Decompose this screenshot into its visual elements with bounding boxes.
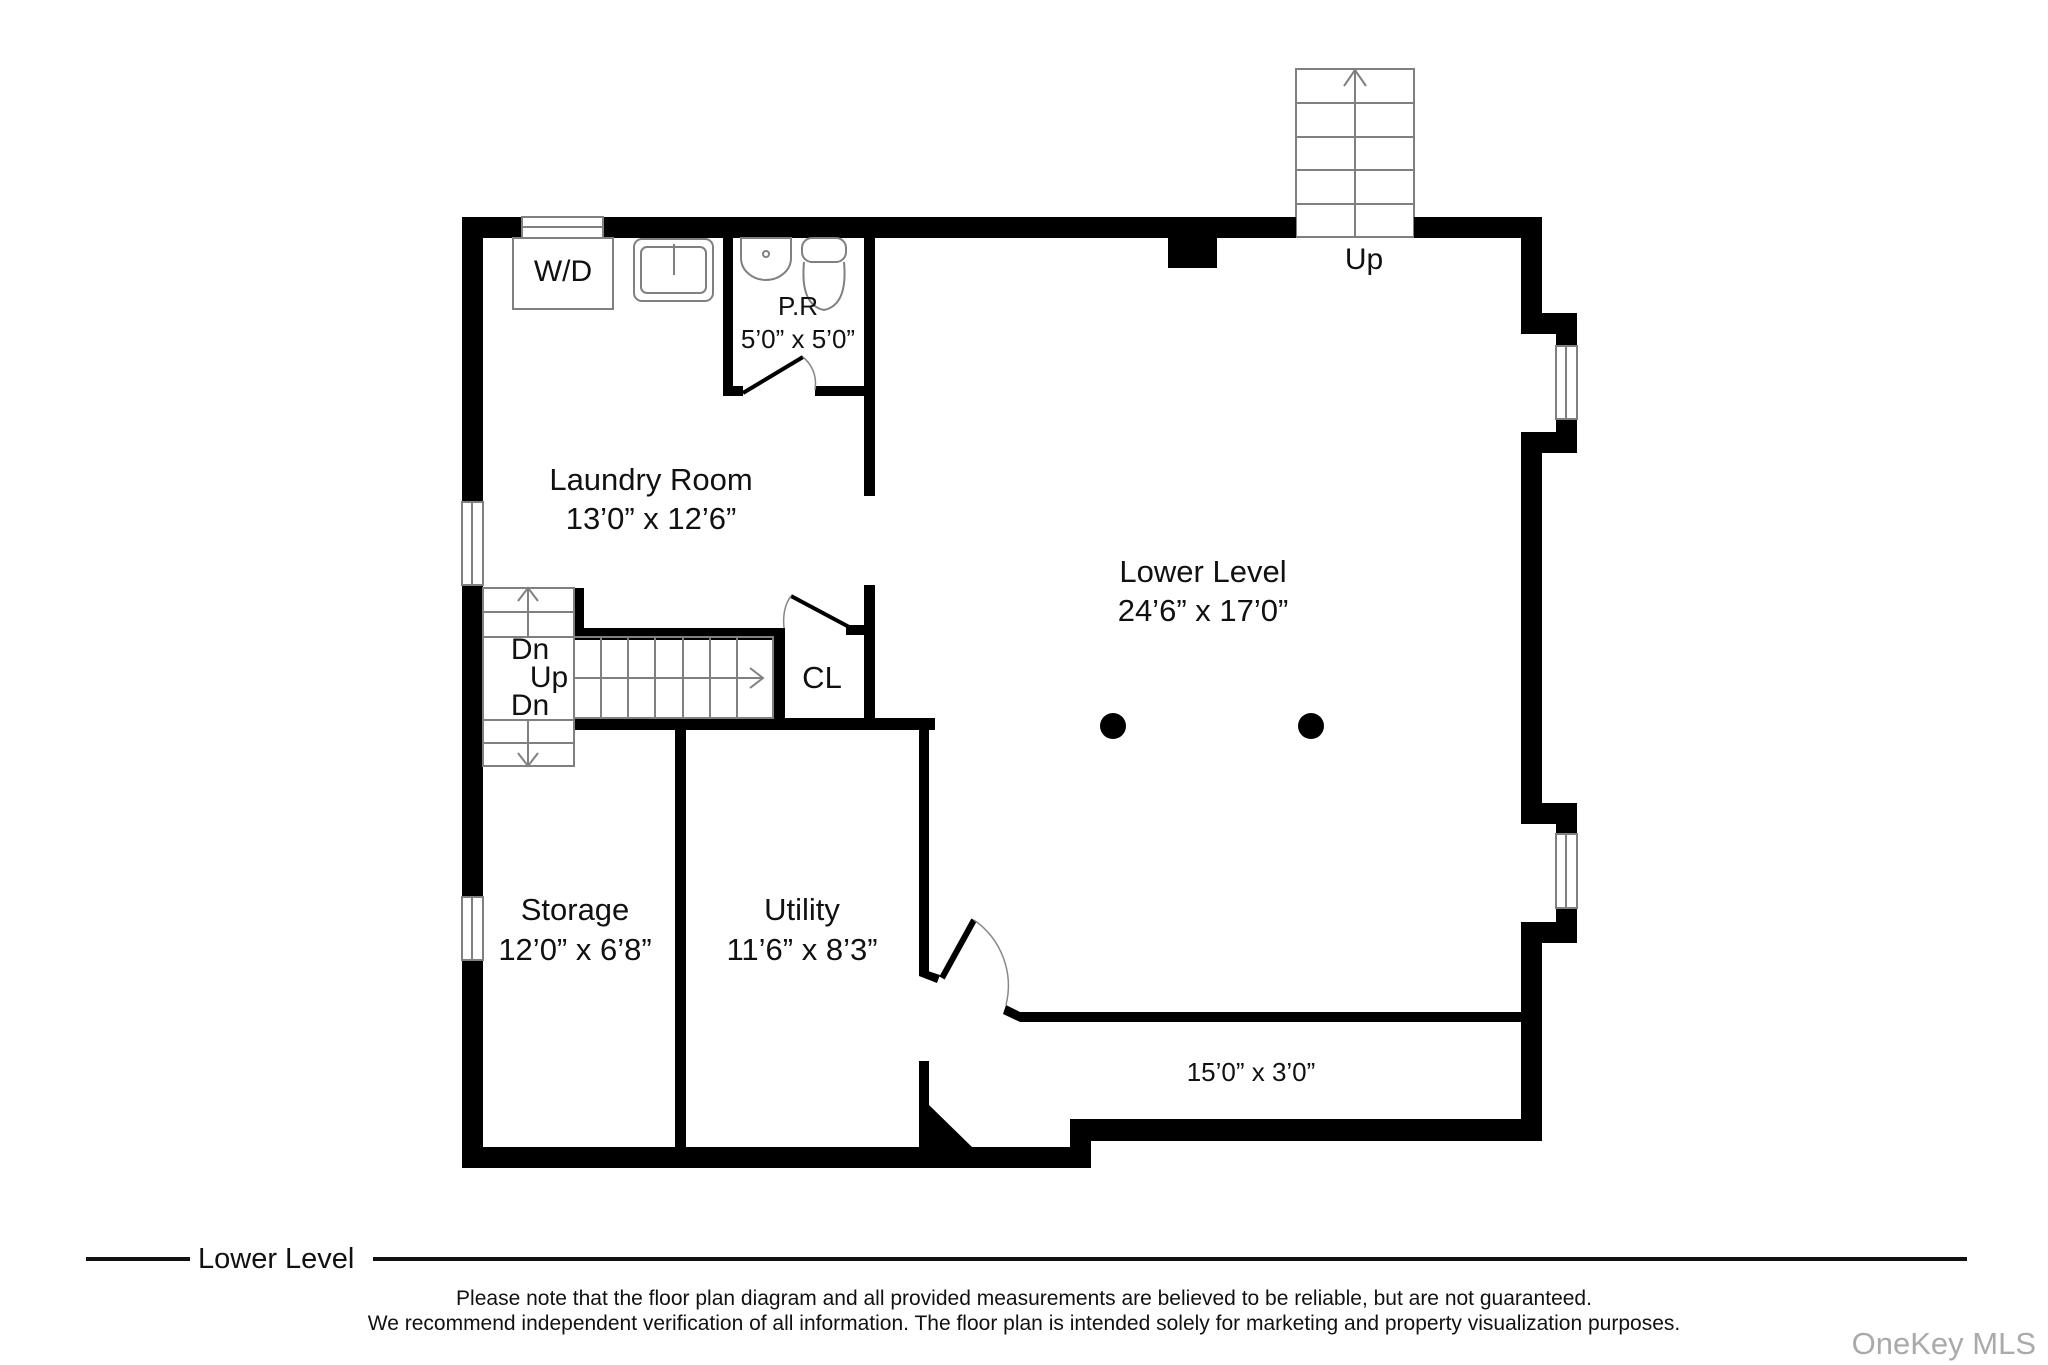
- stairs-up-label: Up: [1344, 243, 1384, 276]
- room-name-utility: Utility: [764, 892, 840, 927]
- stair-arrow-icon: [517, 752, 539, 768]
- washer-dryer-label: W/D: [533, 255, 593, 288]
- stairs-dn-bottom-label: Dn: [510, 689, 550, 722]
- footer-rule-right: [373, 1257, 1967, 1261]
- toilet-icon: [801, 237, 847, 263]
- room-dims-hall: 15’0” x 3’0”: [1186, 1057, 1316, 1087]
- interior-stairs: [482, 586, 774, 768]
- room-name-powder: P.R: [778, 291, 818, 321]
- fixtures: [512, 237, 847, 312]
- stair-arrow-icon: [517, 586, 539, 602]
- disclaimer-line-1: Please note that the floor plan diagram …: [456, 1287, 1592, 1310]
- room-name-lower-level: Lower Level: [1119, 554, 1287, 589]
- stairs-up-label: Up: [529, 661, 569, 694]
- room-name-closet: CL: [802, 660, 842, 695]
- column-icon: [1100, 713, 1126, 739]
- room-dims-utility: 11’6” x 8’3”: [726, 932, 878, 967]
- door-swing-icon: [741, 355, 1010, 1006]
- stair-arrow-icon: [1343, 68, 1367, 87]
- room-dims-powder: 5’0” x 5’0”: [740, 324, 856, 354]
- room-name-laundry: Laundry Room: [549, 462, 753, 497]
- stair-arrow-icon: [749, 667, 765, 689]
- column-icon: [1298, 713, 1324, 739]
- washer-dryer-icon: [512, 237, 614, 310]
- level-title: Lower Level: [198, 1243, 355, 1275]
- sink-icon: [633, 238, 714, 302]
- footer-rule-left: [86, 1257, 190, 1261]
- room-dims-storage: 12’0” x 6’8”: [498, 932, 652, 967]
- walls: [462, 217, 1577, 1168]
- column-icon: [1168, 238, 1217, 268]
- window-icon: [461, 216, 1578, 961]
- vanity-sink-icon: [740, 237, 792, 281]
- disclaimer-line-2: We recommend independent verification of…: [367, 1312, 1681, 1335]
- room-name-storage: Storage: [520, 892, 630, 927]
- stairs-dn-top-label: Dn: [510, 633, 550, 666]
- room-dims-lower-level: 24’6” x 17’0”: [1117, 593, 1289, 628]
- exterior-stairs: [1295, 68, 1415, 238]
- watermark: OneKey MLS: [1851, 1326, 2036, 1361]
- room-dims-laundry: 13’0” x 12’6”: [565, 501, 737, 536]
